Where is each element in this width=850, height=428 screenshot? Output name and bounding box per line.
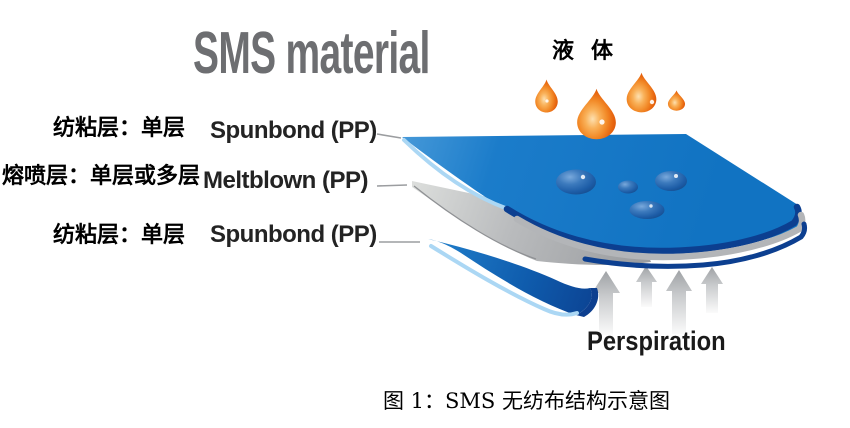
- liquid-label: 液体: [552, 38, 631, 63]
- page-title: SMS material: [193, 20, 430, 86]
- surface-water-beads: [556, 169, 687, 219]
- top-spunbond-layer-graphic: [402, 134, 808, 269]
- perspiration-arrows: [592, 266, 723, 335]
- up-arrow-icon: [701, 267, 723, 313]
- layer-label-zh-spunbond-bottom: 纺粘层：单层: [53, 222, 186, 247]
- layer-label-zh-meltblown: 熔喷层：单层或多层: [2, 163, 201, 188]
- leader-lines: [376, 133, 420, 243]
- water-bead-icon: [556, 169, 596, 195]
- teardrop-icon: [626, 72, 657, 113]
- layer-label-en-spunbond-bottom: Spunbond (PP): [210, 221, 377, 248]
- water-bead-icon: [629, 201, 665, 219]
- perspiration-label: Perspiration: [587, 326, 726, 356]
- layer-label-zh-spunbond-top: 纺粘层：单层: [53, 115, 186, 140]
- liquid-droplets: [535, 72, 686, 140]
- up-arrow-icon: [666, 270, 692, 334]
- bottom-spunbond-layer-graphic: [428, 239, 599, 317]
- leader-line-middle: [376, 184, 408, 187]
- teardrop-icon: [667, 90, 686, 111]
- leader-line-top: [376, 133, 402, 139]
- layer-label-en-spunbond-top: Spunbond (PP): [210, 117, 377, 144]
- figure-caption: 图 1：SMS 无纺布结构示意图: [383, 389, 670, 413]
- up-arrow-icon: [636, 266, 657, 307]
- layer-label-en-meltblown: Meltblown (PP): [203, 167, 368, 194]
- sms-structure-illustration: [376, 72, 808, 335]
- teardrop-icon: [535, 79, 558, 113]
- water-bead-icon: [655, 171, 687, 191]
- water-bead-icon: [618, 180, 638, 194]
- up-arrow-icon: [592, 271, 620, 335]
- teardrop-icon: [577, 88, 616, 140]
